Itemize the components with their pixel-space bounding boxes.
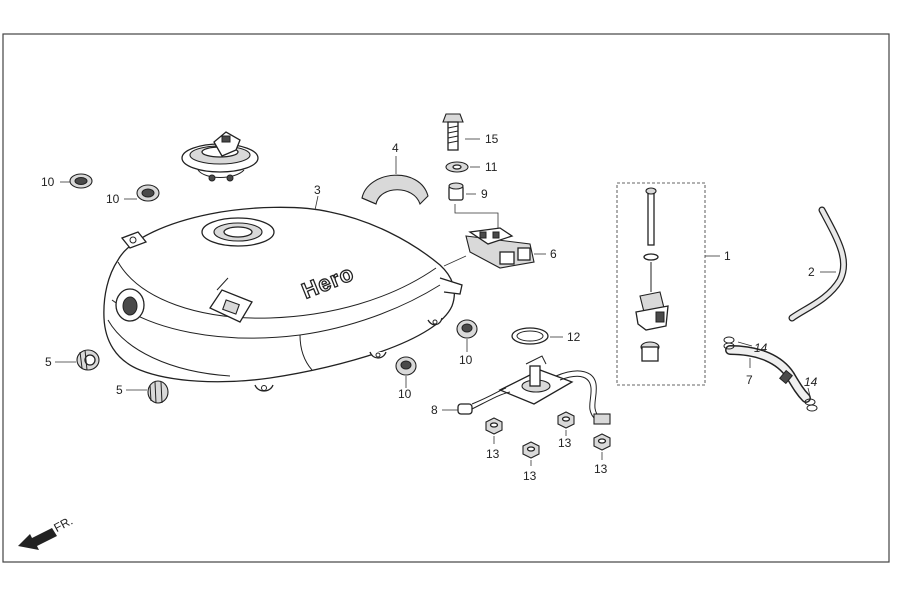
callout-2: 2 (808, 265, 815, 279)
rubber-hose-piece (361, 174, 429, 206)
fuel-hose (725, 345, 811, 403)
fuel-tube (788, 206, 848, 322)
callout-12: 12 (567, 330, 581, 344)
callout-7: 7 (746, 373, 753, 387)
callout-11: 11 (485, 160, 498, 174)
mounting-bracket (465, 227, 535, 269)
nut-4 (593, 433, 611, 451)
callout-13-d: 13 (594, 462, 608, 476)
callout-5-b: 5 (116, 383, 123, 397)
nut-2 (522, 441, 540, 459)
fuel-cock-assembly (635, 187, 669, 362)
callout-3: 3 (314, 183, 321, 197)
callout-15: 15 (485, 132, 499, 146)
callout-9: 9 (481, 187, 488, 201)
fuel-tank: Hero (103, 206, 463, 392)
fuel-level-sensor (457, 355, 611, 425)
grommet-center-right (456, 319, 478, 339)
grommet-left (136, 184, 160, 202)
hose-clip-lower (804, 398, 818, 412)
callout-10-d: 10 (398, 387, 412, 401)
callout-13-a: 13 (486, 447, 500, 461)
callout-14-b: 14 (804, 375, 818, 389)
grommet-center (395, 356, 417, 376)
callout-5-a: 5 (45, 355, 52, 369)
nut-3 (557, 411, 575, 429)
gasket-ring (511, 327, 549, 345)
collar (448, 182, 464, 201)
callout-1: 1 (724, 249, 731, 263)
callout-6: 6 (550, 247, 557, 261)
nut-1 (485, 417, 503, 435)
fuel-cap (181, 131, 259, 182)
rubber-cushion-lower (147, 380, 169, 404)
bolt (442, 113, 464, 151)
hose-clip-upper (723, 336, 735, 350)
callout-13-b: 13 (523, 469, 537, 483)
callout-10-b: 10 (106, 192, 120, 206)
callout-8: 8 (431, 403, 438, 417)
front-direction-arrow-icon (18, 528, 57, 550)
callout-13-c: 13 (558, 436, 572, 450)
washer (445, 161, 469, 173)
callout-10-a: 10 (41, 175, 55, 189)
fuel-cock-group-box (616, 182, 706, 386)
callout-14-a: 14 (754, 341, 768, 355)
diagram-border (2, 33, 890, 563)
callout-4: 4 (392, 141, 399, 155)
front-direction-label: FR. (51, 514, 75, 535)
rubber-cushion-upper (76, 349, 100, 371)
grommet-top-left (69, 173, 93, 189)
callout-10-c: 10 (459, 353, 473, 367)
